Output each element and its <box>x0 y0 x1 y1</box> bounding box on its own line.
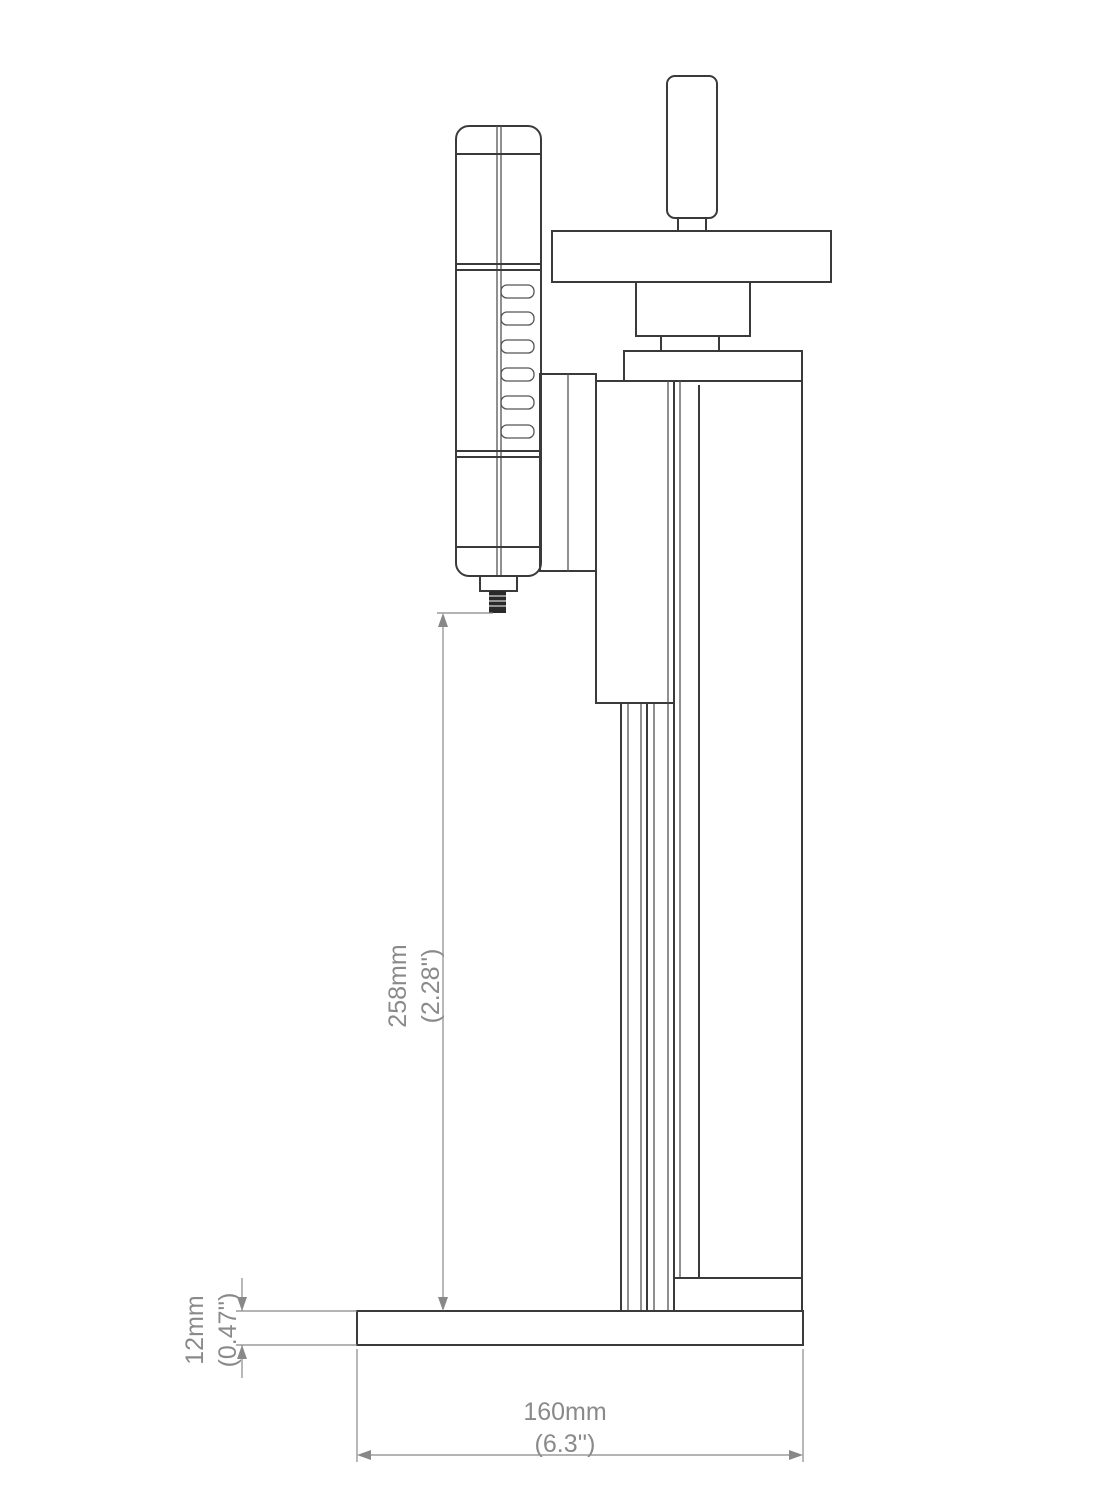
gauge-buttons <box>500 284 535 439</box>
column-foot <box>673 1277 803 1312</box>
carriage-block <box>595 380 675 704</box>
gauge-button <box>500 395 535 410</box>
height-clearance-dimension: 258mm (2.28'') <box>384 612 493 1311</box>
arrowhead <box>438 613 448 627</box>
arrowhead <box>357 1450 371 1460</box>
arrowhead <box>237 1297 247 1311</box>
width-metric-label: 160mm <box>523 1398 606 1426</box>
column-body <box>673 380 803 1279</box>
carriage <box>539 373 675 704</box>
thickness-metric-label: 12mm <box>181 1295 209 1364</box>
gauge-button <box>500 311 535 326</box>
hub-collar <box>660 335 720 352</box>
gauge-shaft-collar <box>479 575 518 592</box>
handle-grip <box>666 75 718 219</box>
gauge-button <box>500 367 535 382</box>
arrowhead <box>237 1345 247 1359</box>
column-top-cap <box>623 350 803 382</box>
gauge-button <box>500 424 535 439</box>
force-gauge <box>455 125 542 613</box>
threaded-shaft <box>489 591 506 613</box>
handle-assembly <box>551 75 832 352</box>
gauge-body <box>455 125 542 577</box>
base-plate <box>356 1310 804 1346</box>
wheel-hub <box>635 281 751 337</box>
gauge-button <box>500 339 535 354</box>
handwheel <box>551 230 832 283</box>
height-metric-label: 258mm <box>384 944 412 1027</box>
base-thickness-dimension: 12mm (0.47'') <box>181 1278 357 1378</box>
gauge-button <box>500 284 535 299</box>
base-width-dimension: 160mm (6.3'') <box>356 1349 804 1462</box>
arrowhead <box>789 1450 803 1460</box>
height-imperial-label: (2.28'') <box>417 949 445 1024</box>
guide-rods <box>620 703 669 1311</box>
width-imperial-label: (6.3'') <box>535 1430 596 1458</box>
column <box>623 350 803 1312</box>
thickness-imperial-label: (0.47'') <box>214 1293 242 1368</box>
arrowhead <box>438 1297 448 1311</box>
handle-stem <box>677 217 707 232</box>
